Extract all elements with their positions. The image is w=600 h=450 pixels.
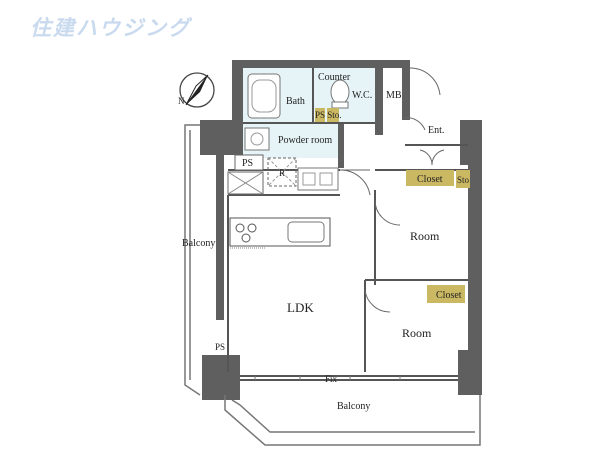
- label-balcony-bottom: Balcony: [337, 401, 370, 412]
- label-closet-top: Closet: [417, 174, 443, 185]
- label-mb: MB: [386, 90, 402, 101]
- refrigerator-space: [267, 157, 297, 187]
- stove-icon: [235, 223, 245, 233]
- label-ent: Ent.: [428, 125, 444, 136]
- label-refrigerator: R: [279, 168, 285, 178]
- toilet-icon: [330, 79, 350, 105]
- label-wc: W.C.: [352, 90, 372, 101]
- label-powder-room: Powder room: [278, 135, 332, 146]
- label-ps-lower: PS: [215, 342, 225, 352]
- label-closet-mid: Closet: [436, 290, 462, 301]
- closet-mid: [427, 285, 465, 303]
- label-ps-sto: PS Sto.: [315, 110, 342, 120]
- compass-label: N: [178, 96, 185, 106]
- walls: [200, 60, 482, 400]
- label-counter: Counter: [318, 72, 351, 83]
- balcony-outline: [184, 124, 481, 446]
- brand-logo: 住建ハウジング: [30, 16, 191, 40]
- ps-box: [234, 154, 264, 171]
- label-ldk: LDK: [287, 300, 314, 315]
- compass-icon: [179, 72, 215, 108]
- closet-top: [406, 170, 454, 186]
- label-room-lower: Room: [402, 326, 432, 340]
- label-sto: Sto: [457, 175, 470, 185]
- doors: [339, 67, 445, 313]
- label-bath: Bath: [286, 96, 305, 107]
- washbasin-icon: [244, 127, 270, 151]
- label-balcony-left: Balcony: [182, 238, 215, 249]
- label-room-upper: Room: [410, 229, 440, 243]
- label-fix: Fix: [325, 374, 338, 384]
- label-ps: PS: [242, 158, 253, 169]
- storage-top: [456, 170, 470, 188]
- bathtub-icon: [247, 73, 281, 119]
